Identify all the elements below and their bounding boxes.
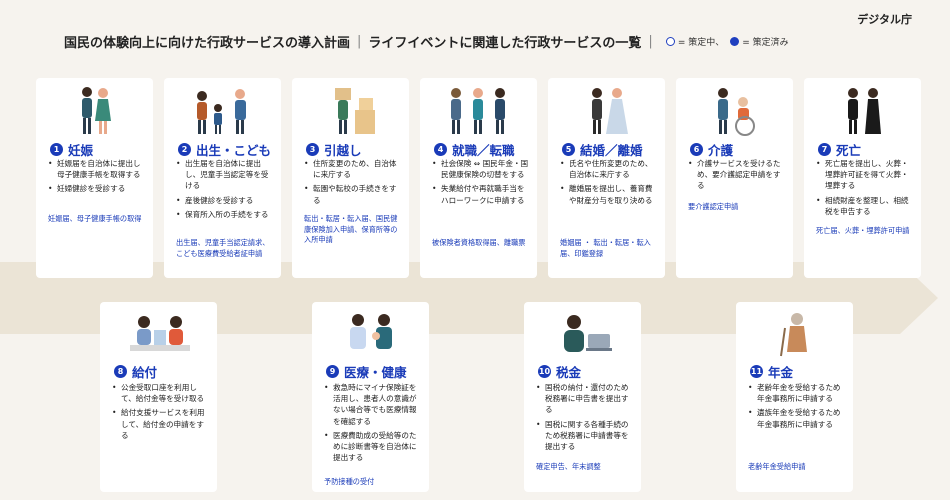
legend-separator: | xyxy=(648,34,653,49)
event-procedures-medical-health[interactable]: 予防接種の受付 xyxy=(324,477,375,486)
task-item: 妊娠届を自治体に提出し母子健康手帳を取得する xyxy=(48,158,145,180)
task-item: 失業給付や再就職手当をハローワークに申請する xyxy=(432,183,529,205)
event-card-marriage-divorce[interactable]: 5結婚／離婚 氏名や住所変更のため、自治体に来庁する 離婚届を提出し、養育費や財… xyxy=(548,78,665,278)
page-title: 国民の体験向上に向けた行政サービスの導入計画 xyxy=(64,36,351,51)
event-card-pregnancy[interactable]: 1妊娠 妊娠届を自治体に提出し母子健康手帳を取得する 妊婦健診を受診する 妊娠届… xyxy=(36,78,153,278)
task-item: 老齢年金を受給するため年金事務所に申請する xyxy=(748,382,845,404)
event-card-benefits[interactable]: 8給付 公金受取口座を利用して、給付金等を受け取る 給付支援サービスを利用して、… xyxy=(100,302,217,492)
page-header: 国民の体験向上に向けた行政サービスの導入計画 | ライフイベントに関連した行政サ… xyxy=(64,32,789,51)
mourners-illustration-icon xyxy=(804,78,921,136)
event-tasks-employment: 社会保険 ⇔ 国民年金・国民健康保険の切替をする 失業給付や再就職手当をハローワ… xyxy=(432,158,529,209)
pregnancy-illustration-icon xyxy=(36,78,153,136)
page-subtitle: ライフイベントに関連した行政サービスの一覧 xyxy=(368,36,642,51)
in-progress-marker-icon xyxy=(665,37,675,46)
wedding-couple-illustration-icon xyxy=(548,78,665,136)
counter-service-illustration-icon xyxy=(100,302,217,358)
event-procedures-death[interactable]: 死亡届、火葬・埋葬許可申請 xyxy=(816,226,910,235)
event-card-medical-health[interactable]: 9医療・健康 救急時にマイナ保険証を活用し、患者人の意識がない場合等でも医療情報… xyxy=(312,302,429,492)
elderly-person-illustration-icon xyxy=(736,302,853,358)
task-item: 国税に関する各種手続のため税務署に申請書等を提出する xyxy=(536,419,633,453)
task-item: 氏名や住所変更のため、自治体に来庁する xyxy=(560,158,657,180)
event-procedures-birth-children[interactable]: 出生届、児童手当認定請求、こども医療費受給者証申請 xyxy=(176,238,270,258)
task-item: 遺族年金を受給するため年金事務所に申請する xyxy=(748,407,845,429)
task-item: 転園や転校の手続きをする xyxy=(304,183,401,205)
task-item: 死亡届を提出し、火葬・埋葬許可証を得て火葬・埋葬する xyxy=(816,158,913,192)
event-tasks-marriage-divorce: 氏名や住所変更のため、自治体に来庁する 離婚届を提出し、養育費や財産分与を取り決… xyxy=(560,158,657,209)
event-tasks-moving: 住所変更のため、自治体に来庁する 転園や転校の手続きをする xyxy=(304,158,401,209)
event-tasks-birth-children: 出生届を自治体に提出し、児童手当認定等を受ける 産後健診を受診する 保育所入所の… xyxy=(176,158,273,223)
event-procedures-pension[interactable]: 老齢年金受給申請 xyxy=(748,462,806,471)
event-tasks-tax: 国税の納付・還付のため税務署に申告書を提出する 国税に関する各種手続のため税務署… xyxy=(536,382,633,455)
task-item: 医療費助成の受給等のために診断書等を自治体に提出する xyxy=(324,430,421,464)
completed-marker-icon xyxy=(730,37,740,46)
task-item: 介護サービスを受けるため、要介護認定申請をする xyxy=(688,158,785,192)
moving-boxes-illustration-icon xyxy=(292,78,409,136)
task-item: 給付支援サービスを利用して、給付金の申請をする xyxy=(112,407,209,441)
event-tasks-benefits: 公金受取口座を利用して、給付金等を受け取る 給付支援サービスを利用して、給付金の… xyxy=(112,382,209,444)
task-item: 国税の納付・還付のため税務署に申告書を提出する xyxy=(536,382,633,416)
task-item: 保育所入所の手続をする xyxy=(176,209,273,220)
title-separator: | xyxy=(357,34,362,49)
event-card-birth-children[interactable]: 2出生・こども 出生届を自治体に提出し、児童手当認定等を受ける 産後健診を受診す… xyxy=(164,78,281,278)
nursing-care-illustration-icon xyxy=(676,78,793,136)
legend-completed-label: = 策定済み xyxy=(742,38,789,48)
event-procedures-nursing-care[interactable]: 要介護認定申請 xyxy=(688,202,739,211)
event-procedures-tax[interactable]: 確定申告、年末調整 xyxy=(536,462,601,471)
event-procedures-pregnancy[interactable]: 妊娠届、母子健康手帳の取得 xyxy=(48,214,142,223)
task-item: 社会保険 ⇔ 国民年金・国民健康保険の切替をする xyxy=(432,158,529,180)
laptop-user-illustration-icon xyxy=(524,302,641,358)
digital-agency-logo: デジタル庁 xyxy=(857,13,912,26)
event-procedures-employment[interactable]: 被保険者資格取得届、離職票 xyxy=(432,238,526,247)
event-tasks-medical-health: 救急時にマイナ保険証を活用し、患者人の意識がない場合等でも医療情報を確認する 医… xyxy=(324,382,421,466)
event-procedures-marriage-divorce[interactable]: 婚姻届 ・ 転出・転居・転入届、印鑑登録 xyxy=(560,238,651,258)
task-item: 出生届を自治体に提出し、児童手当認定等を受ける xyxy=(176,158,273,192)
task-item: 離婚届を提出し、養育費や財産分与を取り決める xyxy=(560,183,657,205)
event-procedures-moving[interactable]: 転出・転居・転入届、国民健康保険加入申請、保育所等の入所申請 xyxy=(304,214,398,244)
event-card-nursing-care[interactable]: 6介護 介護サービスを受けるため、要介護認定申請をする 要介護認定申請 xyxy=(676,78,793,278)
legend-in-progress-label: = 策定中、 xyxy=(677,38,725,48)
task-item: 住所変更のため、自治体に来庁する xyxy=(304,158,401,180)
workers-illustration-icon xyxy=(420,78,537,136)
status-legend: = 策定中、 = 策定済み xyxy=(660,35,789,48)
event-tasks-pregnancy: 妊娠届を自治体に提出し母子健康手帳を取得する 妊婦健診を受診する xyxy=(48,158,145,198)
task-item: 相続財産を整理し、相続税を申告する xyxy=(816,195,913,217)
task-item: 産後健診を受診する xyxy=(176,195,273,206)
event-tasks-pension: 老齢年金を受給するため年金事務所に申請する 遺族年金を受給するため年金事務所に申… xyxy=(748,382,845,433)
event-tasks-death: 死亡届を提出し、火葬・埋葬許可証を得て火葬・埋葬する 相続財産を整理し、相続税を… xyxy=(816,158,913,220)
event-card-death[interactable]: 7死亡 死亡届を提出し、火葬・埋葬許可証を得て火葬・埋葬する 相続財産を整理し、… xyxy=(804,78,921,278)
event-tasks-nursing-care: 介護サービスを受けるため、要介護認定申請をする xyxy=(688,158,785,195)
event-card-employment[interactable]: 4就職／転職 社会保険 ⇔ 国民年金・国民健康保険の切替をする 失業給付や再就職… xyxy=(420,78,537,278)
task-item: 公金受取口座を利用して、給付金等を受け取る xyxy=(112,382,209,404)
task-item: 妊婦健診を受診する xyxy=(48,183,145,194)
task-item: 救急時にマイナ保険証を活用し、患者人の意識がない場合等でも医療情報を確認する xyxy=(324,382,421,427)
family-illustration-icon xyxy=(164,78,281,136)
doctor-patient-illustration-icon xyxy=(312,302,429,358)
